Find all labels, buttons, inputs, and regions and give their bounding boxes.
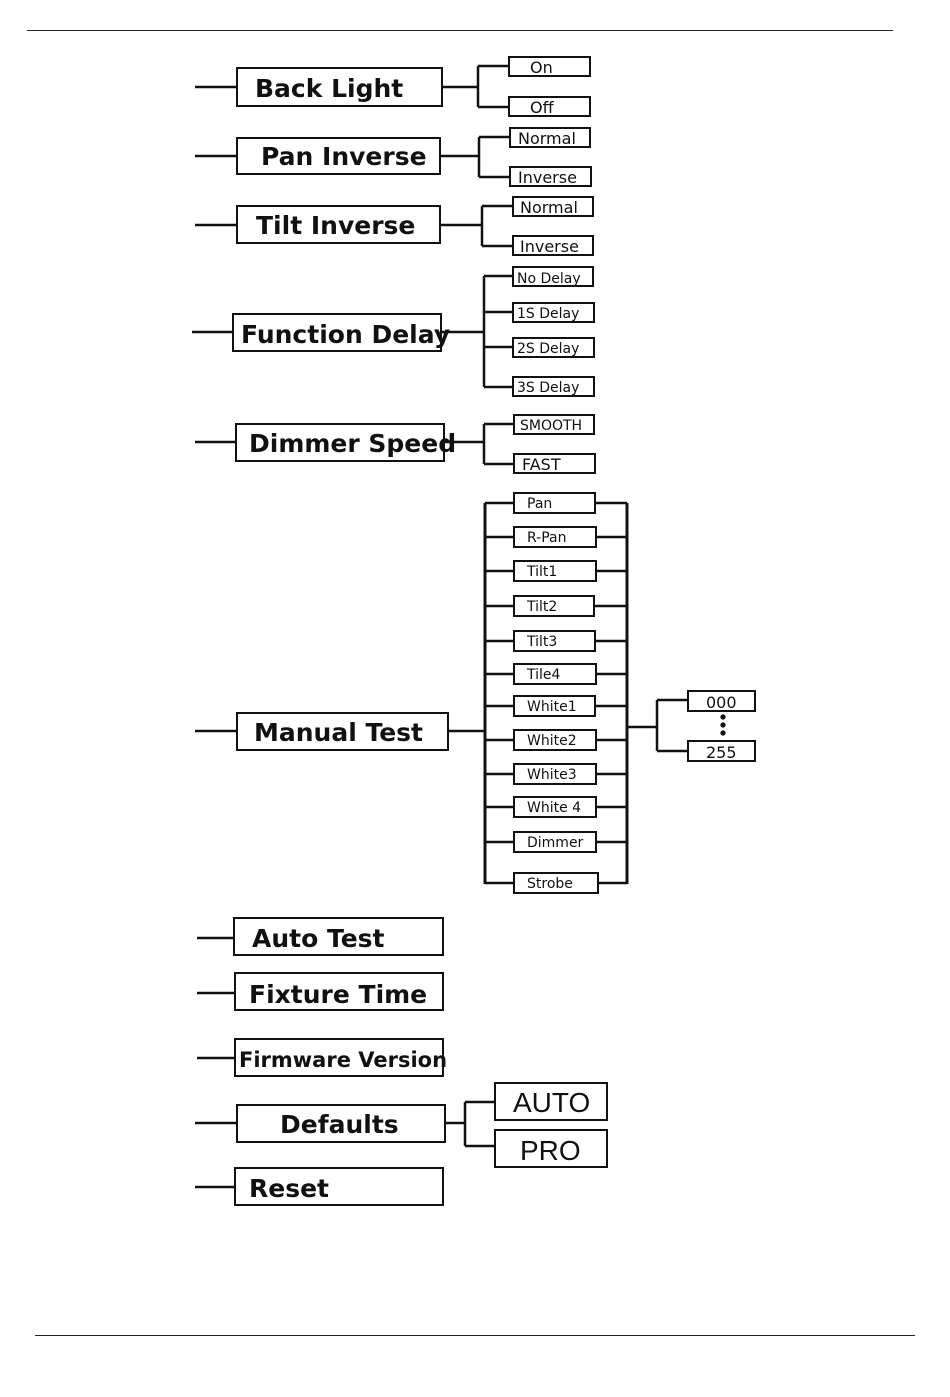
top-rule <box>27 30 893 31</box>
channel-label: White 4 <box>527 800 581 816</box>
menu-pan-inverse: Pan Inverse Normal Inverse <box>195 127 592 187</box>
firmware-version-label: Firmware Version <box>239 1048 447 1072</box>
channel-label: R-Pan <box>527 530 566 546</box>
defaults-option-pro: PRO <box>520 1135 581 1166</box>
back-light-option-on: On <box>530 58 553 77</box>
menu-back-light: Back Light On Off <box>195 56 591 117</box>
defaults-label: Defaults <box>280 1110 399 1139</box>
function-delay-option-3s: 3S Delay <box>517 380 579 396</box>
pan-inverse-label: Pan Inverse <box>261 142 427 171</box>
function-delay-option-2s: 2S Delay <box>517 341 579 357</box>
pan-inverse-option-normal: Normal <box>518 129 576 148</box>
channel-label: White3 <box>527 767 577 783</box>
menu-dimmer-speed: Dimmer Speed SMOOTH FAST <box>195 414 596 474</box>
function-delay-label: Function Delay <box>241 320 450 349</box>
tilt-inverse-option-normal: Normal <box>520 198 578 217</box>
manual-test-range-max: 255 <box>706 743 737 762</box>
range-dot <box>720 722 726 728</box>
dimmer-speed-option-smooth: SMOOTH <box>520 418 582 434</box>
channel-box <box>513 831 597 853</box>
channel-label: Tilt3 <box>526 634 557 650</box>
channel-label: White2 <box>527 733 577 749</box>
channel-box <box>513 695 596 717</box>
range-dot <box>720 714 726 720</box>
channel-box <box>513 526 597 548</box>
channel-label: Tilt1 <box>526 564 557 580</box>
channel-label: Tile4 <box>526 667 561 683</box>
channel-label: Tilt2 <box>526 599 557 615</box>
manual-test-channel-list: PanR-PanTilt1Tilt2Tilt3Tile4White1White2… <box>485 492 627 894</box>
channel-box <box>513 663 597 685</box>
pan-inverse-option-inverse: Inverse <box>518 168 577 187</box>
dimmer-speed-label: Dimmer Speed <box>249 429 456 458</box>
channel-box <box>513 560 597 582</box>
menu-reset: Reset <box>195 1167 444 1206</box>
channel-box <box>513 729 597 751</box>
defaults-option-auto: AUTO <box>513 1087 590 1118</box>
channel-box <box>513 763 597 785</box>
function-delay-option-1s: 1S Delay <box>517 306 579 322</box>
tilt-inverse-label: Tilt Inverse <box>256 211 415 240</box>
range-dot <box>720 730 726 736</box>
back-light-label: Back Light <box>255 74 403 103</box>
channel-label: Dimmer <box>527 835 584 851</box>
menu-defaults: Defaults AUTO PRO <box>195 1082 608 1168</box>
back-light-option-off: Off <box>530 98 555 117</box>
channel-label: Strobe <box>527 876 573 892</box>
manual-test-range-min: 000 <box>706 693 737 712</box>
bottom-rule <box>35 1335 915 1336</box>
channel-box <box>513 796 597 818</box>
tilt-inverse-option-inverse: Inverse <box>520 237 579 256</box>
menu-firmware-version: Firmware Version <box>197 1038 447 1077</box>
channel-box <box>513 872 599 894</box>
channel-label: White1 <box>527 699 577 715</box>
menu-function-delay: Function Delay No Delay 1S Delay 2S Dela… <box>192 266 595 397</box>
channel-box <box>513 595 595 617</box>
channel-box <box>513 492 596 514</box>
menu-manual-test: Manual Test PanR-PanTilt1Tilt2Tilt3Tile4… <box>195 492 756 894</box>
manual-test-label: Manual Test <box>254 718 423 747</box>
function-delay-option-no-delay: No Delay <box>517 271 581 287</box>
channel-label: Pan <box>527 496 552 512</box>
channel-box <box>513 630 596 652</box>
dimmer-speed-option-fast: FAST <box>522 455 561 474</box>
fixture-time-label: Fixture Time <box>249 980 427 1009</box>
reset-label: Reset <box>249 1174 329 1203</box>
menu-auto-test: Auto Test <box>197 917 444 956</box>
auto-test-label: Auto Test <box>252 924 385 953</box>
menu-tilt-inverse: Tilt Inverse Normal Inverse <box>195 196 594 256</box>
menu-fixture-time: Fixture Time <box>197 972 444 1011</box>
